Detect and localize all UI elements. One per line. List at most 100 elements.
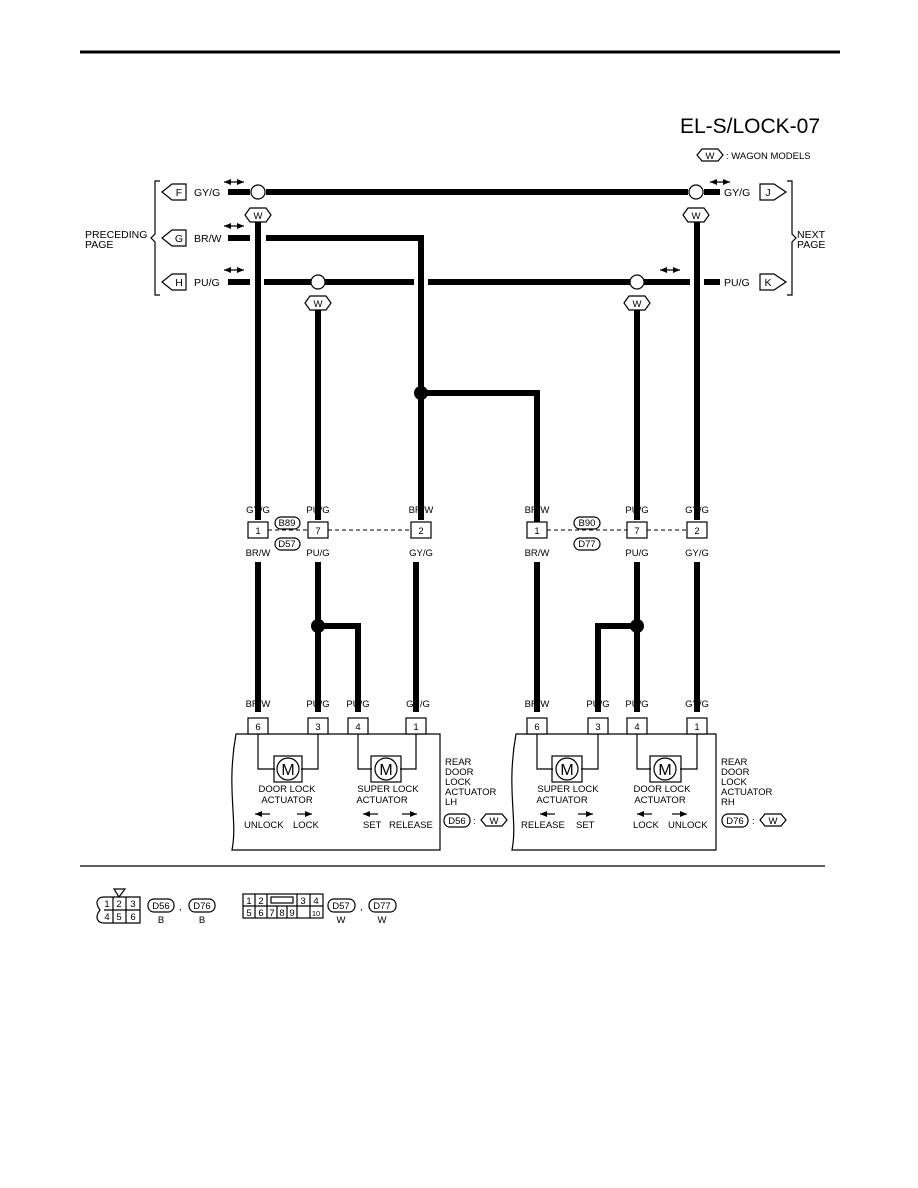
svg-text:UNLOCK: UNLOCK [668,820,708,831]
svg-text:BR/W: BR/W [525,505,550,516]
svg-text:PU/G: PU/G [625,548,648,559]
legend-code-hex [696,148,724,162]
svg-text:PU/G: PU/G [625,699,648,710]
svg-text:DOOR LOCK: DOOR LOCK [258,784,316,795]
svg-text:4: 4 [634,722,639,733]
svg-text:DOOR: DOOR [445,767,474,778]
svg-text:REAR: REAR [445,757,472,768]
svg-text:2: 2 [116,899,121,910]
svg-text:7: 7 [634,526,639,537]
rh-inline-connector: BR/W PU/G GY/G 1 7 2 B90 D77 BR/W PU/G G… [525,505,709,559]
svg-text:GY/G: GY/G [194,187,220,199]
svg-text:D77: D77 [373,901,390,912]
svg-text:W: W [769,816,778,827]
svg-text:D77: D77 [578,539,595,550]
svg-text:RH: RH [721,797,735,808]
svg-text:GY/G: GY/G [685,699,709,710]
rh-actuator: BR/W PU/G PU/G GY/G 6 3 4 1 M M SUPER LO… [511,699,787,851]
svg-text:3: 3 [130,899,135,910]
svg-text:5: 5 [116,912,121,923]
svg-text:G: G [175,233,183,245]
svg-text:GY/G: GY/G [406,699,430,710]
svg-text:3: 3 [300,896,305,907]
svg-text:,: , [179,902,182,913]
svg-text:1: 1 [413,722,418,733]
svg-text:ACTUATOR: ACTUATOR [536,795,588,806]
svg-text:1: 1 [694,722,699,733]
svg-text:J: J [765,187,770,199]
svg-text:7: 7 [269,908,274,919]
wire-harness [228,189,720,712]
svg-text:W: W [314,299,323,310]
svg-text:7: 7 [315,526,320,537]
svg-text:: WAGON MODELS: : WAGON MODELS [726,151,811,162]
svg-text:ACTUATOR: ACTUATOR [721,787,773,798]
ref-flag-k: K PU/G [724,273,788,291]
svg-text:D76: D76 [726,816,743,827]
svg-text:BR/W: BR/W [525,548,550,559]
svg-text:W: W [692,211,701,222]
svg-text:6: 6 [258,908,263,919]
svg-text:PU/G: PU/G [306,505,329,516]
svg-text:M: M [379,762,392,779]
svg-text:M: M [560,762,573,779]
svg-text:PAGE: PAGE [797,239,825,251]
svg-text:2: 2 [418,526,423,537]
lh-inline-connector: GY/G PU/G BR/W 1 7 2 B89 D57 BR/W PU/G G… [246,505,434,559]
svg-text:6: 6 [130,912,135,923]
svg-text:RELEASE: RELEASE [521,820,565,831]
svg-text:B89: B89 [279,518,296,529]
svg-text:PU/G: PU/G [724,277,750,289]
svg-text::: : [752,816,755,827]
svg-text:ACTUATOR: ACTUATOR [261,795,313,806]
page-title: EL-S/LOCK-07 [680,115,820,138]
svg-text:D57: D57 [332,901,349,912]
svg-text:PU/G: PU/G [306,548,329,559]
svg-text:6: 6 [534,722,539,733]
svg-text:1: 1 [255,526,260,537]
connector-view-6pin: 1 2 3 4 5 6 D56 , D76 B B [96,888,216,926]
svg-text:M: M [658,762,671,779]
svg-text:9: 9 [289,908,294,919]
connector-view-10pin: 1 2 3 4 5 6 7 8 9 10 D57 , D77 W W [242,893,397,926]
svg-text:W: W [254,211,263,222]
svg-text:BR/W: BR/W [246,699,271,710]
svg-text:4: 4 [313,896,318,907]
svg-text:D57: D57 [278,539,295,550]
svg-text:2: 2 [258,896,263,907]
svg-text:RELEASE: RELEASE [389,820,433,831]
svg-text:3: 3 [315,722,320,733]
svg-text:B90: B90 [579,518,596,529]
svg-text:F: F [176,187,182,199]
svg-text:D76: D76 [193,901,210,912]
svg-text::: : [473,816,476,827]
preceding-page-bracket: PRECEDING PAGE [85,180,160,296]
svg-text:NEXT: NEXT [797,229,826,241]
svg-text:SUPER LOCK: SUPER LOCK [537,784,599,795]
svg-text:B: B [158,915,164,926]
svg-text:REAR: REAR [721,757,748,768]
svg-text:LOCK: LOCK [293,820,320,831]
svg-text:GY/G: GY/G [685,548,709,559]
svg-text:B: B [199,915,205,926]
svg-text:DOOR LOCK: DOOR LOCK [633,784,691,795]
svg-text:6: 6 [255,722,260,733]
svg-text:M: M [281,762,294,779]
svg-text:5: 5 [246,908,251,919]
ref-flag-h: H PU/G [161,273,220,291]
svg-text:W: W [706,151,715,162]
svg-text:10: 10 [312,909,320,918]
svg-text:1: 1 [104,899,109,910]
svg-text:BR/W: BR/W [409,505,434,516]
svg-text:GY/G: GY/G [685,505,709,516]
svg-text:D56: D56 [448,816,465,827]
svg-text:ACTUATOR: ACTUATOR [356,795,408,806]
svg-text:PU/G: PU/G [346,699,369,710]
svg-text:2: 2 [694,526,699,537]
svg-text:LH: LH [445,797,457,808]
next-page-bracket: NEXT PAGE [787,180,826,296]
svg-text:W: W [490,816,499,827]
svg-text:8: 8 [279,908,284,919]
svg-text:1: 1 [246,896,251,907]
svg-text:ACTUATOR: ACTUATOR [634,795,686,806]
